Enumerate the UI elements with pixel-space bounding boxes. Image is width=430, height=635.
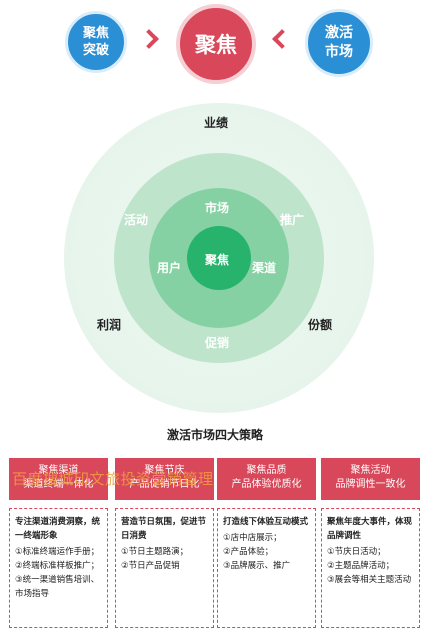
strategy-head-line: 聚焦节庆 <box>144 465 185 476</box>
strategy-head: 聚焦节庆 产品促销节日化 <box>115 458 214 500</box>
strategy-column-activity: 聚焦活动 品牌调性一致化 聚焦年度大事件，体现品牌调性 ①节庆日活动； ②主题品… <box>321 458 420 628</box>
strategy-head-line: 产品促销节日化 <box>129 479 200 490</box>
label-share: 份额 <box>308 318 333 332</box>
label-promotion: 推广 <box>280 213 305 227</box>
strategy-lead: 聚焦年度大事件，体现品牌调性 <box>327 517 413 541</box>
label-activity: 活动 <box>124 213 149 227</box>
activate-market-circle: 激活 市场 <box>305 9 373 77</box>
label-sales-promo: 促销 <box>205 336 230 350</box>
focus-breakthrough-circle: 聚焦 突破 <box>65 11 127 73</box>
strategy-item: ③展会等相关主题活动 <box>327 575 412 585</box>
arrow-left-icon <box>272 29 292 49</box>
strategy-body: 聚焦年度大事件，体现品牌调性 ①节庆日活动； ②主题品牌活动； ③展会等相关主题… <box>321 508 420 628</box>
strategy-item: ②终端标准样板推广； <box>15 561 100 571</box>
label-core-focus: 聚焦 <box>205 253 230 267</box>
focus-breakthrough-label: 聚焦 突破 <box>82 26 109 58</box>
strategy-body: 打造线下体验互动模式 ①店中店展示； ②产品体验； ③品牌展示、推广 <box>217 508 316 628</box>
activate-market-label: 激活 市场 <box>325 25 353 60</box>
strategy-title: 激活市场四大策略 <box>166 428 263 442</box>
strategy-lead: 专注渠道消费洞察，统一终端形象 <box>15 517 101 541</box>
label-profit: 利润 <box>97 318 122 332</box>
strategy-head-line: 聚焦品质 <box>246 465 287 476</box>
label-market: 市场 <box>205 201 230 215</box>
focus-core-circle: 聚焦 <box>176 4 256 84</box>
strategy-item: ③统一渠道销售培训、市场指导 <box>15 575 100 599</box>
ring-core <box>187 226 251 290</box>
arrow-right-icon <box>139 29 159 49</box>
strategy-item: ②主题品牌活动； <box>327 561 395 571</box>
strategy-column-festival: 聚焦节庆 产品促销节日化 营造节日氛围，促进节日消费 ①节日主题路演； ②节日产… <box>115 458 214 628</box>
strategy-head: 聚焦品质 产品体验优质化 <box>217 458 316 500</box>
strategy-lead: 营造节日氛围，促进节日消费 <box>121 517 207 541</box>
strategy-head-line: 产品体验优质化 <box>231 479 302 490</box>
strategy-item: ②节日产品促销 <box>121 561 180 571</box>
label-user: 用户 <box>157 261 182 275</box>
label-channel: 渠道 <box>252 261 277 275</box>
strategy-body: 专注渠道消费洞察，统一终端形象 ①标准终端运作手册； ②终端标准样板推广； ③统… <box>9 508 108 628</box>
label-performance: 业绩 <box>204 116 229 130</box>
strategy-head-line: 聚焦活动 <box>350 465 391 476</box>
strategy-item: ①节庆日活动； <box>327 547 386 557</box>
strategy-item: ①店中店展示； <box>223 533 282 543</box>
focus-core-label: 聚焦 <box>195 33 237 57</box>
strategy-item: ②产品体验； <box>223 547 274 557</box>
strategy-head-line: 品牌调性一致化 <box>335 479 406 490</box>
strategy-column-quality: 聚焦品质 产品体验优质化 打造线下体验互动模式 ①店中店展示； ②产品体验； ③… <box>217 458 316 628</box>
strategy-item: ①节日主题路演； <box>121 547 189 557</box>
watermark-text: 百度搜城印文旅投资营销管理 <box>12 470 214 488</box>
strategy-body: 营造节日氛围，促进节日消费 ①节日主题路演； ②节日产品促销 <box>115 508 214 628</box>
strategy-column-channel: 聚焦渠道 渠道终端一体化 专注渠道消费洞察，统一终端形象 ①标准终端运作手册； … <box>9 458 108 628</box>
strategy-head: 聚焦渠道 渠道终端一体化 <box>9 458 108 500</box>
strategy-head-line: 渠道终端一体化 <box>23 479 94 490</box>
strategy-item: ③品牌展示、推广 <box>223 561 291 571</box>
strategy-item: ①标准终端运作手册； <box>15 547 100 557</box>
strategy-head-line: 聚焦渠道 <box>38 465 79 476</box>
strategy-head: 聚焦活动 品牌调性一致化 <box>321 458 420 500</box>
strategy-lead: 打造线下体验互动模式 <box>223 517 309 527</box>
